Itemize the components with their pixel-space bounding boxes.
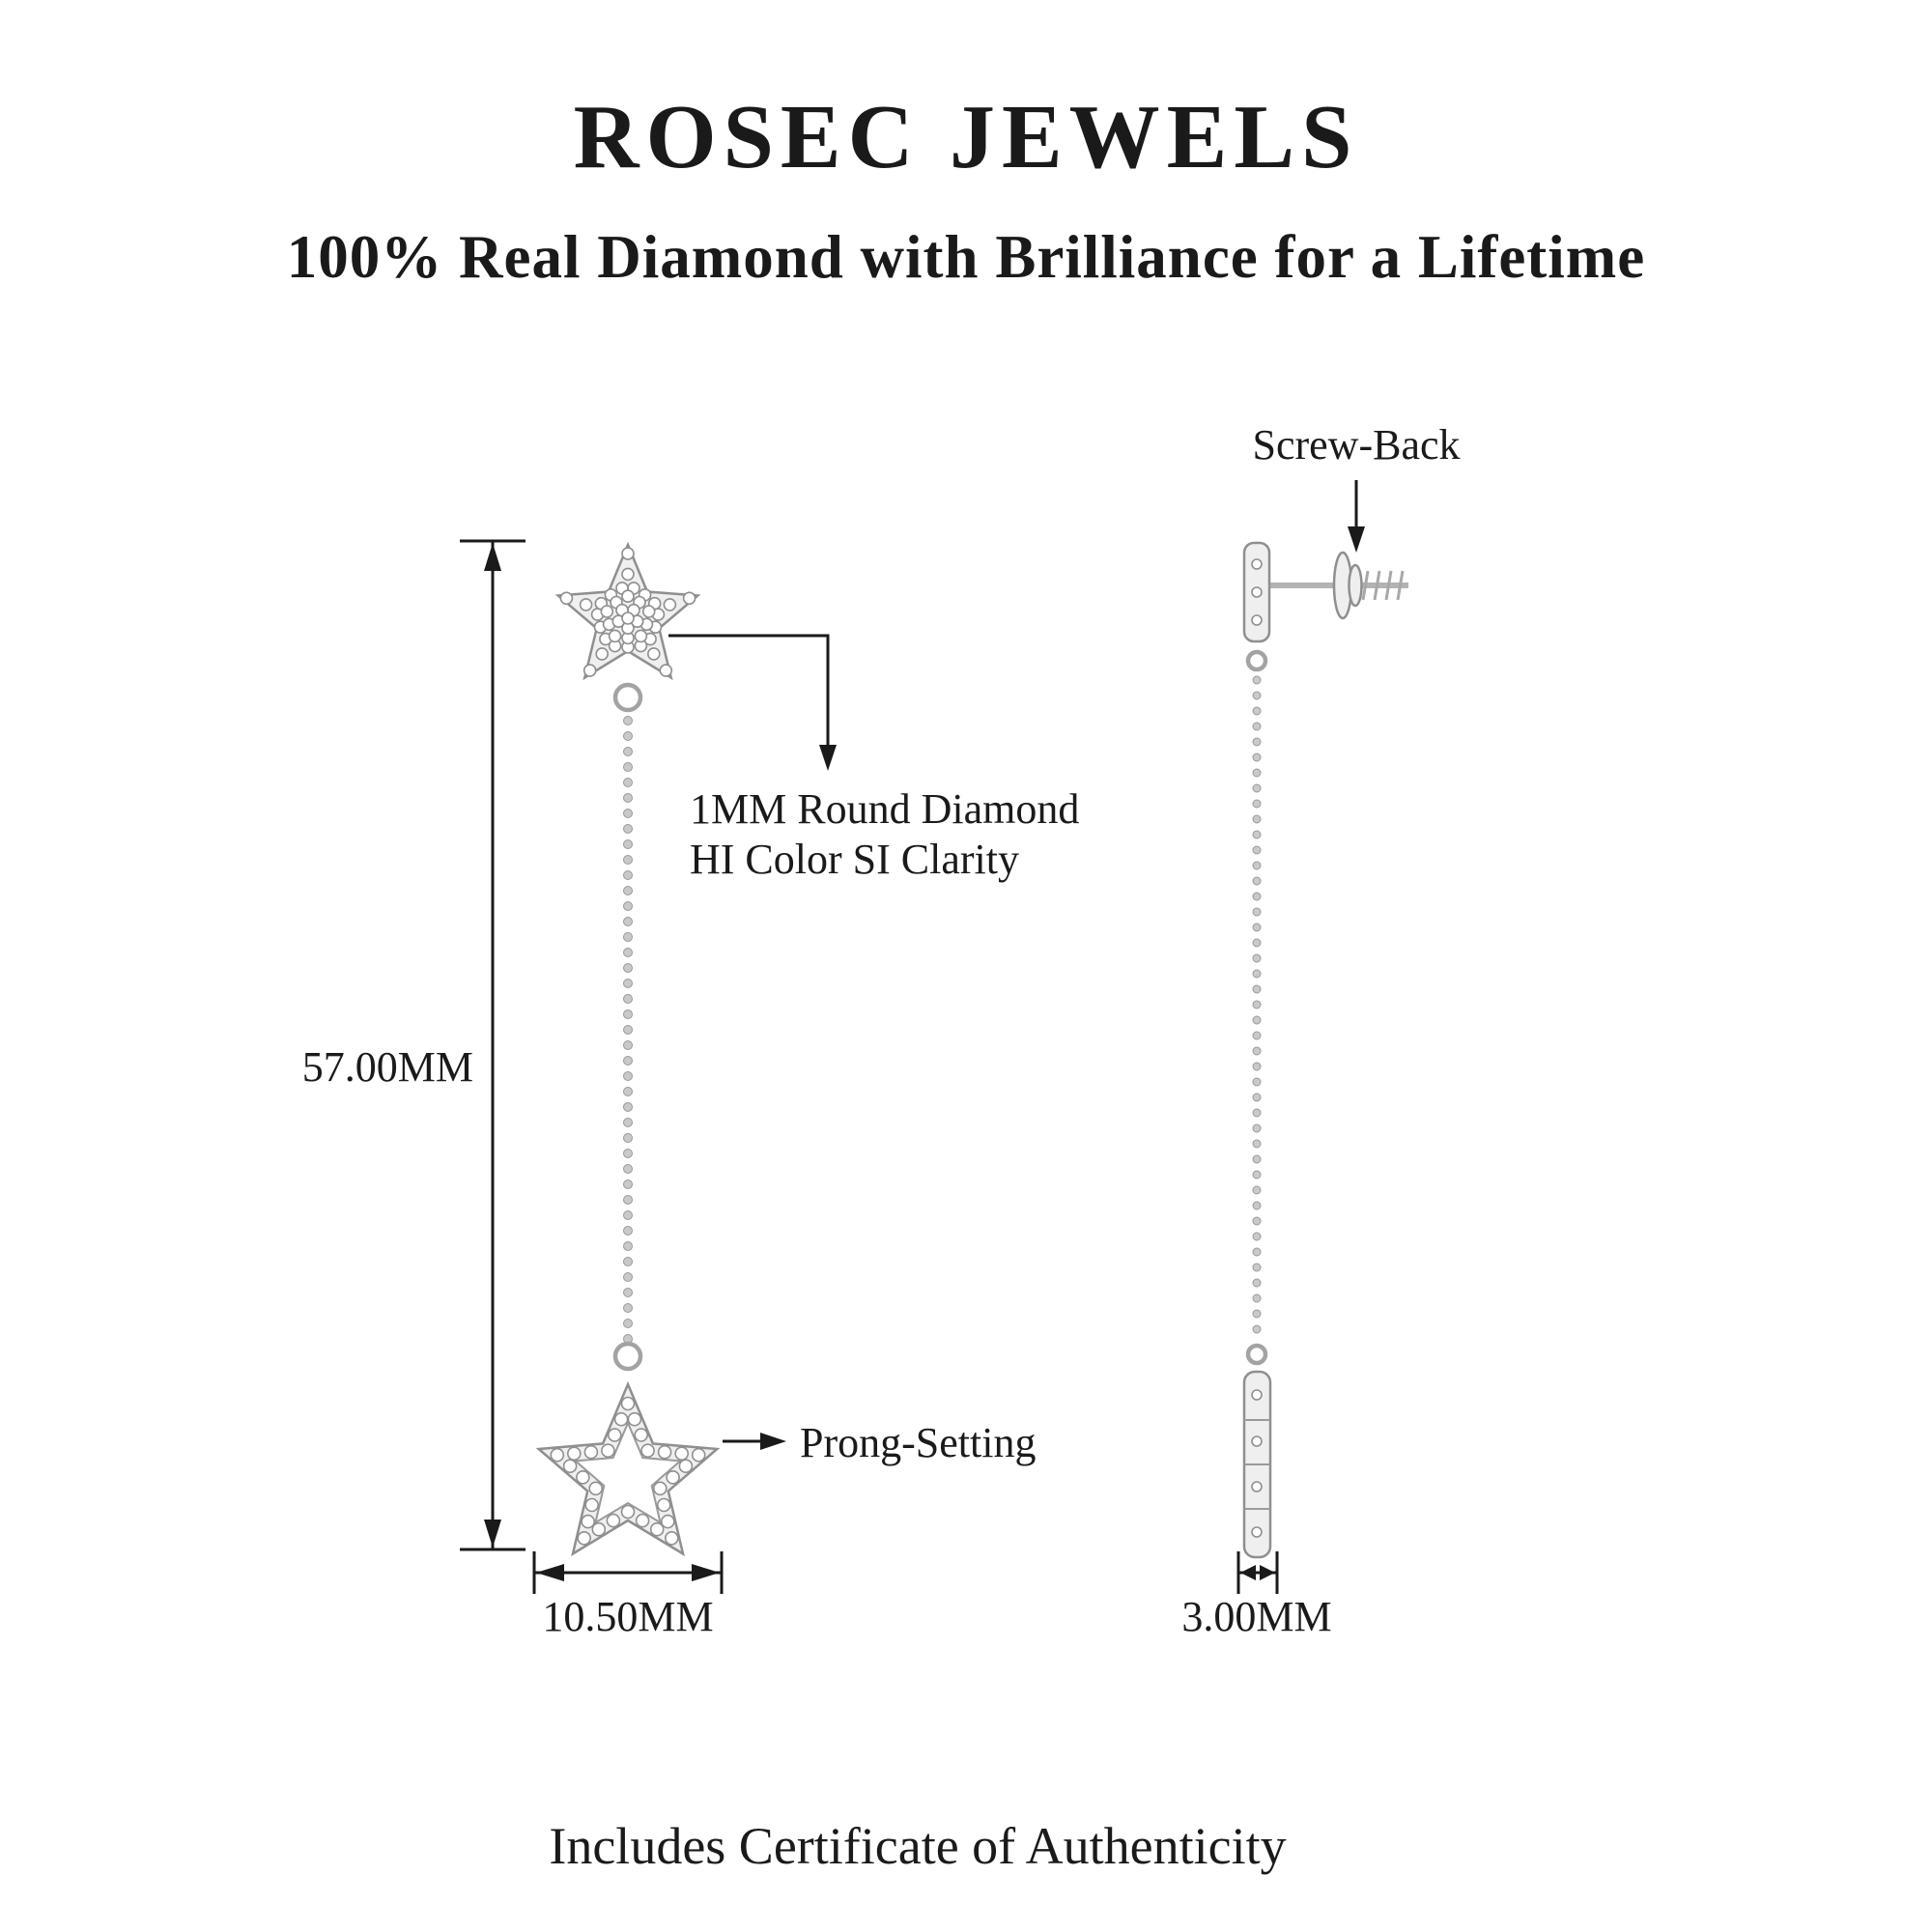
bottom-connector-ring	[612, 1341, 643, 1372]
front-view-earring	[535, 541, 721, 1557]
screw-back-arrow	[1348, 480, 1365, 553]
thickness-dimension-label: 3.00MM	[1181, 1593, 1332, 1640]
width-dimension-label: 10.50MM	[542, 1593, 714, 1640]
brand-tagline: 100% Real Diamond with Brilliance for a …	[286, 223, 1646, 291]
top-connector-ring	[612, 682, 643, 713]
bottom-star-hole	[573, 1420, 683, 1525]
prong-setting-label: Prong-Setting	[800, 1419, 1037, 1466]
diamond-spec-label: 1MM Round Diamond HI Color SI Clarity	[690, 784, 1079, 885]
top-star-diamonds	[559, 547, 696, 677]
screw-back-nut-inner	[1348, 563, 1363, 608]
side-top-ring	[1245, 649, 1268, 672]
side-stud-diamonds	[1251, 558, 1263, 626]
height-dimension-label: 57.00MM	[301, 1043, 473, 1091]
brand-title: ROSEC JEWELS	[573, 87, 1359, 187]
bottom-star-diamonds	[550, 1396, 706, 1546]
side-view-earring	[1242, 541, 1408, 1559]
screw-threads	[1361, 570, 1405, 601]
certificate-note: Includes Certificate of Authenticity	[549, 1817, 1287, 1875]
screw-back-label: Screw-Back	[1252, 421, 1461, 469]
prong-setting-arrow	[723, 1433, 786, 1450]
thickness-dimension-line	[1236, 1551, 1279, 1594]
side-bottom-ring	[1245, 1343, 1268, 1366]
diamond-spec-line1: 1MM Round Diamond	[690, 785, 1080, 833]
side-bottom-star-segments	[1244, 1419, 1270, 1510]
side-bottom-diamonds	[1251, 1389, 1263, 1538]
front-chain	[623, 716, 633, 1344]
diamond-spec-line2: HI Color SI Clarity	[690, 835, 1019, 883]
height-dimension-line	[460, 539, 526, 1551]
side-chain	[1252, 675, 1262, 1334]
diamond-annotation-arrow	[668, 634, 837, 771]
width-dimension-line	[532, 1551, 724, 1594]
